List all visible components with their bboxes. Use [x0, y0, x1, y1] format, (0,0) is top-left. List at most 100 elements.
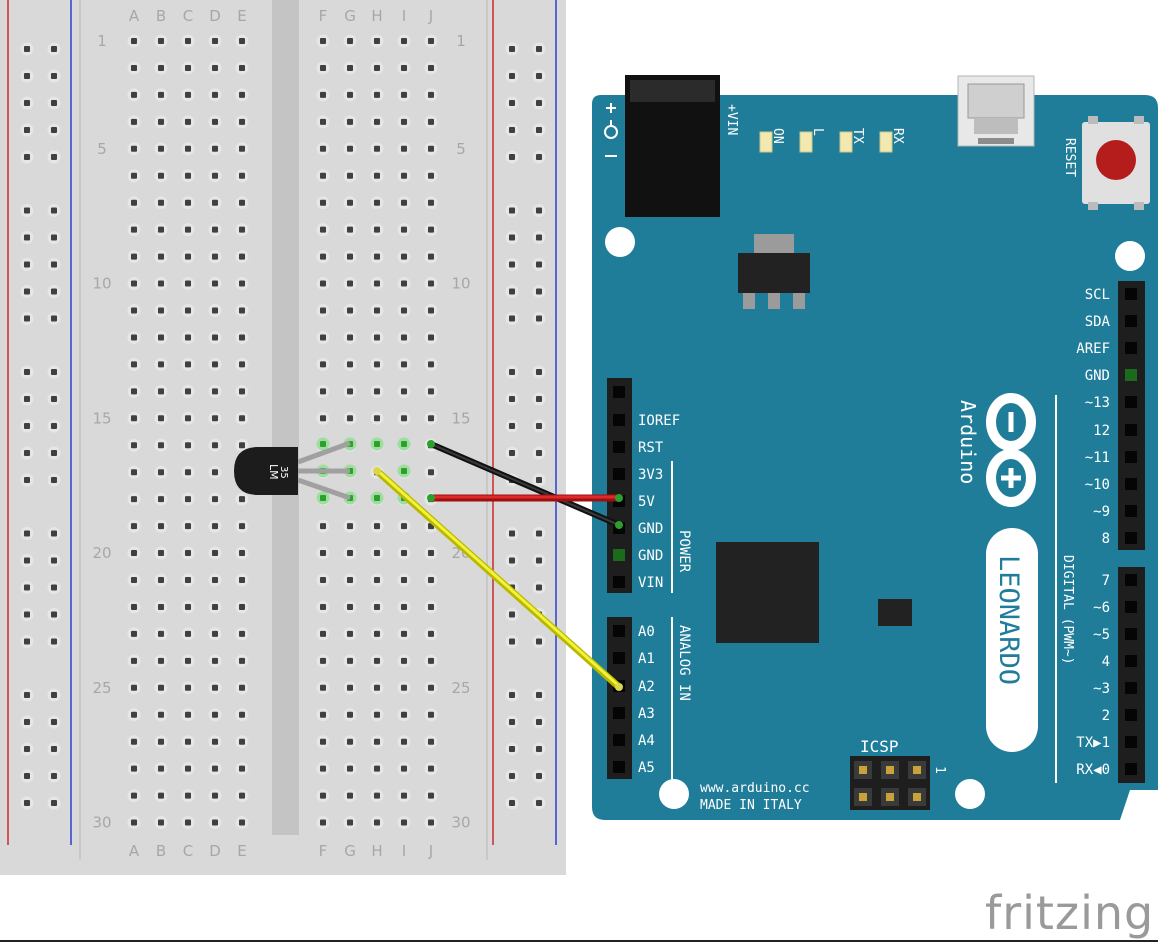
breadboard-hole[interactable]	[370, 789, 384, 803]
power-rail-hole[interactable]	[20, 554, 34, 567]
header-socket[interactable]	[1125, 532, 1137, 544]
breadboard-hole[interactable]	[181, 762, 195, 776]
power-rail-hole[interactable]	[532, 312, 546, 325]
breadboard-hole[interactable]	[127, 304, 141, 317]
power-rail-hole[interactable]	[505, 231, 519, 244]
breadboard-hole[interactable]	[397, 250, 411, 264]
breadboard-hole[interactable]	[343, 708, 357, 722]
breadboard-hole[interactable]	[235, 250, 249, 264]
breadboard-hole[interactable]	[181, 169, 195, 183]
breadboard-hole[interactable]	[424, 465, 438, 479]
breadboard-hole[interactable]	[316, 196, 330, 210]
breadboard-hole[interactable]	[181, 465, 195, 479]
breadboard-hole[interactable]	[208, 196, 222, 210]
breadboard-hole[interactable]	[235, 492, 249, 506]
power-rail-hole[interactable]	[20, 769, 34, 783]
breadboard-hole[interactable]	[424, 330, 438, 344]
header-socket[interactable]	[613, 734, 625, 746]
breadboard-hole[interactable]	[343, 735, 357, 749]
header-socket[interactable]	[1125, 682, 1137, 694]
breadboard-hole[interactable]	[316, 250, 330, 264]
breadboard-hole[interactable]	[154, 546, 168, 560]
breadboard-hole[interactable]	[127, 546, 141, 560]
breadboard-hole[interactable]	[181, 735, 195, 749]
power-rail-hole[interactable]	[505, 365, 519, 379]
breadboard-hole[interactable]	[127, 789, 141, 803]
breadboard-hole[interactable]	[397, 816, 411, 830]
breadboard-hole[interactable]	[154, 627, 168, 641]
breadboard-hole[interactable]	[397, 600, 411, 614]
breadboard-hole[interactable]	[316, 519, 330, 533]
breadboard-hole[interactable]	[127, 465, 141, 479]
breadboard-hole[interactable]	[370, 115, 384, 129]
power-rail-hole[interactable]	[532, 635, 546, 648]
power-rail-hole[interactable]	[47, 715, 61, 729]
breadboard-hole[interactable]	[397, 546, 411, 560]
breadboard-hole[interactable]	[127, 735, 141, 749]
breadboard-hole[interactable]	[316, 789, 330, 803]
breadboard-hole[interactable]	[370, 34, 384, 48]
breadboard-hole[interactable]	[343, 546, 357, 560]
breadboard-hole[interactable]	[154, 34, 168, 48]
power-rail-hole[interactable]	[20, 285, 34, 298]
breadboard-hole[interactable]	[397, 330, 411, 344]
breadboard-hole[interactable]	[208, 465, 222, 479]
breadboard-hole[interactable]	[316, 115, 330, 129]
power-rail-hole[interactable]	[20, 204, 34, 217]
breadboard-hole[interactable]	[397, 223, 411, 237]
breadboard-hole[interactable]	[154, 762, 168, 776]
breadboard-hole[interactable]	[370, 546, 384, 560]
breadboard-hole[interactable]	[316, 330, 330, 344]
breadboard-hole[interactable]	[397, 735, 411, 749]
power-rail-hole[interactable]	[20, 796, 34, 810]
breadboard-hole[interactable]	[127, 654, 141, 668]
header-socket[interactable]	[1125, 315, 1137, 327]
breadboard-hole[interactable]	[208, 250, 222, 264]
header-socket[interactable]	[613, 625, 625, 637]
breadboard-hole[interactable]	[424, 61, 438, 75]
breadboard-hole[interactable]	[181, 330, 195, 344]
power-rail-hole[interactable]	[20, 69, 34, 83]
header-socket[interactable]	[1125, 628, 1137, 640]
breadboard-hole[interactable]	[316, 708, 330, 722]
breadboard-hole[interactable]	[370, 304, 384, 317]
header-socket[interactable]	[1125, 396, 1137, 408]
breadboard-hole[interactable]	[181, 88, 195, 102]
lm35-temperature-sensor[interactable]: LM 35	[234, 440, 351, 501]
breadboard-hole[interactable]	[181, 357, 195, 371]
breadboard-hole[interactable]	[343, 250, 357, 264]
breadboard-hole[interactable]	[397, 411, 411, 425]
header-socket[interactable]	[1125, 763, 1137, 775]
breadboard-hole[interactable]	[316, 600, 330, 614]
breadboard-hole[interactable]	[208, 61, 222, 75]
breadboard-hole[interactable]	[397, 169, 411, 183]
power-rail-hole[interactable]	[505, 312, 519, 325]
reset-button-cap[interactable]	[1096, 140, 1136, 180]
breadboard-hole[interactable]	[370, 330, 384, 344]
breadboard-hole[interactable]	[127, 438, 141, 452]
breadboard-hole[interactable]	[397, 61, 411, 75]
power-rail-hole[interactable]	[47, 608, 61, 621]
breadboard-hole[interactable]	[181, 492, 195, 506]
breadboard-hole[interactable]	[316, 384, 330, 398]
breadboard-hole[interactable]	[154, 304, 168, 317]
breadboard-hole[interactable]	[370, 762, 384, 776]
breadboard-hole[interactable]	[343, 88, 357, 102]
breadboard-hole[interactable]	[235, 735, 249, 749]
breadboard-hole[interactable]	[208, 438, 222, 452]
breadboard-hole[interactable]	[127, 681, 141, 695]
power-rail-hole[interactable]	[47, 312, 61, 325]
breadboard-hole[interactable]	[397, 196, 411, 210]
breadboard-hole[interactable]	[424, 384, 438, 398]
breadboard-hole[interactable]	[424, 196, 438, 210]
power-rail-hole[interactable]	[20, 473, 34, 487]
power-rail-hole[interactable]	[505, 527, 519, 540]
breadboard-hole[interactable]	[181, 600, 195, 614]
power-rail-hole[interactable]	[532, 42, 546, 56]
breadboard-hole[interactable]	[181, 546, 195, 560]
breadboard-hole[interactable]	[235, 223, 249, 237]
breadboard-hole[interactable]	[370, 196, 384, 210]
breadboard-hole[interactable]	[343, 762, 357, 776]
power-rail-hole[interactable]	[47, 419, 61, 433]
breadboard-hole[interactable]	[424, 708, 438, 722]
